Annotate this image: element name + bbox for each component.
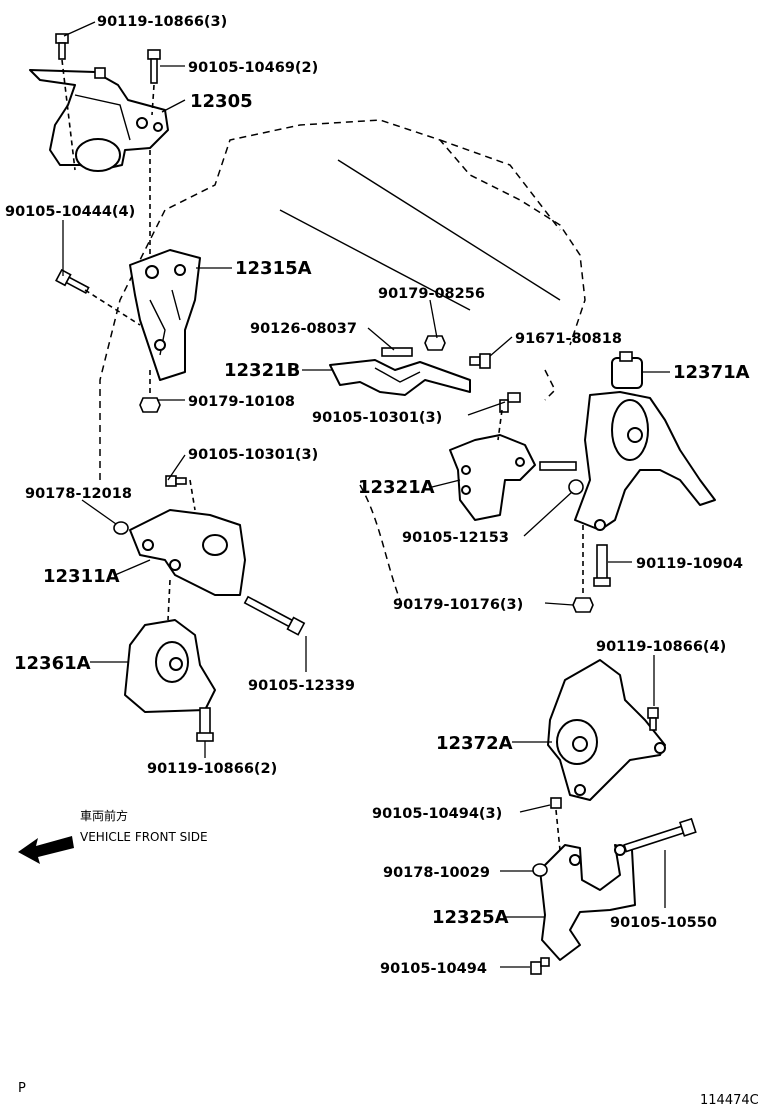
label-90179-10108: 90179-10108 [188,394,295,410]
label-12305: 12305 [190,91,253,112]
label-90179-08256: 90179-08256 [378,286,485,302]
label-12311A: 12311A [43,566,120,587]
bolt-90105-10494-upper[interactable] [550,797,562,809]
bolt-90105-10550[interactable] [623,817,697,855]
label-12371A: 12371A [673,362,750,383]
bolt-91671-80818[interactable] [469,353,491,369]
label-12372A: 12372A [436,733,513,754]
bolt-90119-10904[interactable] [593,544,611,587]
bolt-90105-12339[interactable] [243,594,306,636]
part-12371A[interactable] [574,351,716,531]
label-90105-10550: 90105-10550 [610,915,717,931]
part-12321B[interactable] [329,359,471,396]
label-12315A: 12315A [235,258,312,279]
label-90179-10176-3: 90179-10176(3) [393,597,523,613]
figure-number: 114474C [700,1093,759,1108]
direction-label-jp: 車両前方 [80,808,128,823]
arrow-left-icon [18,836,74,864]
bolt-90105-10301-right[interactable] [499,392,521,413]
bolt-90105-10494-lower[interactable] [530,957,550,975]
label-90105-10444-4: 90105-10444(4) [5,204,135,220]
front-direction-indicator: 車両前方 VEHICLE FRONT SIDE [18,808,208,864]
leader-lines [62,21,670,968]
label-90105-10494-3: 90105-10494(3) [372,806,502,822]
bolt-90119-10866-bottom[interactable] [196,707,214,742]
corner-mark-left: P [18,1081,26,1096]
label-90119-10904: 90119-10904 [636,556,743,572]
bolt-90119-10866-top[interactable] [55,33,69,60]
label-90119-10866-2: 90119-10866(2) [147,761,277,777]
label-12325A: 12325A [432,907,509,928]
bolt-90105-10444[interactable] [55,268,90,296]
label-12361A: 12361A [14,653,91,674]
bolt-90105-12153[interactable] [539,461,584,495]
label-90105-10301-3-right: 90105-10301(3) [312,410,442,426]
nut-90179-10108[interactable] [139,397,161,413]
label-91671-80818: 91671-80818 [515,331,622,347]
label-90119-10866-4: 90119-10866(4) [596,639,726,655]
part-12321A[interactable] [449,434,536,521]
label-90126-08037: 90126-08037 [250,321,357,337]
part-12372A[interactable] [547,659,666,801]
direction-label-en: VEHICLE FRONT SIDE [80,830,208,844]
label-90178-12018: 90178-12018 [25,486,132,502]
part-12311A[interactable] [129,509,246,596]
label-12321B: 12321B [224,360,300,381]
label-90105-12153: 90105-12153 [402,530,509,546]
label-90105-12339: 90105-12339 [248,678,355,694]
part-12325A[interactable] [539,844,636,961]
nut-90179-10176[interactable] [572,597,594,613]
bolt-90105-10469[interactable] [147,49,161,84]
label-90105-10301-3-left: 90105-10301(3) [188,447,318,463]
washer-90178-10029[interactable] [532,863,548,877]
part-12315A[interactable] [129,249,201,381]
label-90105-10469-2: 90105-10469(2) [188,60,318,76]
nut-90179-08256[interactable] [424,335,446,351]
label-90105-10494: 90105-10494 [380,961,487,977]
washer-90178-12018[interactable] [113,521,129,535]
label-12321A: 12321A [358,477,435,498]
label-90178-10029: 90178-10029 [383,865,490,881]
part-12361A[interactable] [124,619,216,713]
part-12305[interactable] [29,67,169,172]
bolt-90119-10866-right[interactable] [647,707,659,731]
stud-90126-08037[interactable] [381,347,413,357]
label-90119-10866-3: 90119-10866(3) [97,14,227,30]
